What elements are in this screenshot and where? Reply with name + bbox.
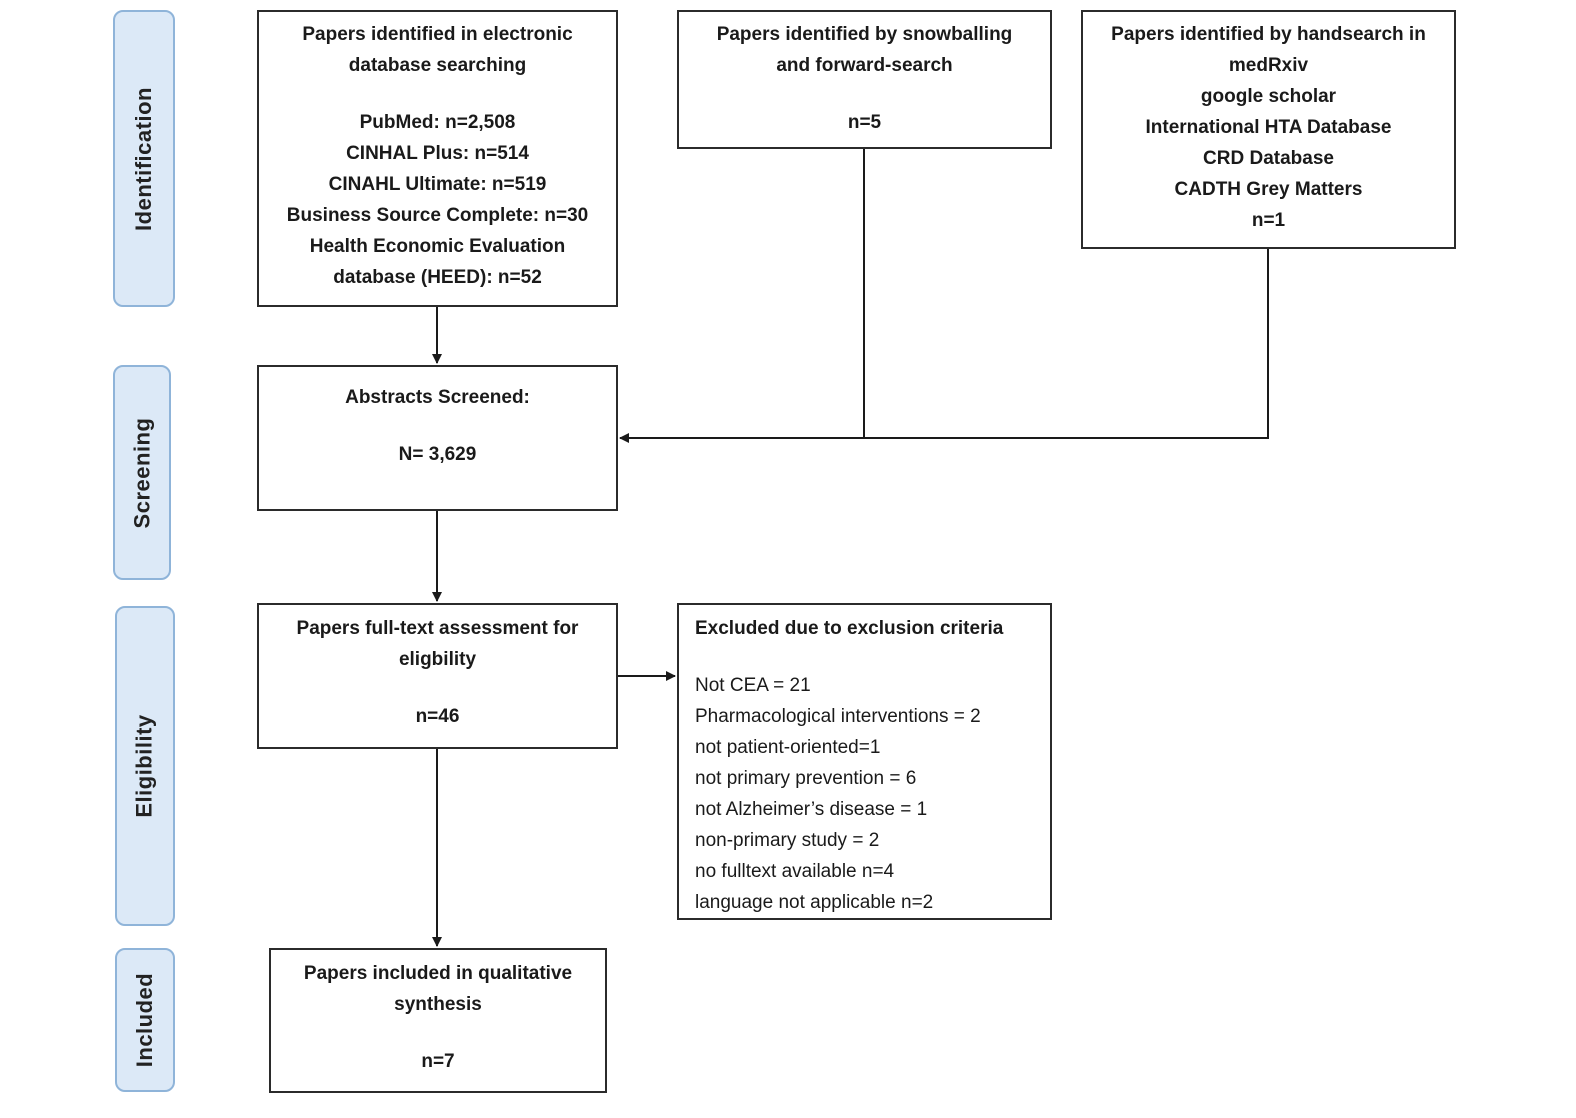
included-title-2: synthesis (394, 994, 482, 1015)
excluded-reason: language not applicable n=2 (695, 892, 934, 913)
source-heed-1: Health Economic Evaluation (309, 236, 566, 257)
included-count: n=7 (421, 1051, 455, 1072)
fulltext-count: n=46 (415, 706, 460, 727)
screened-count: N= 3,629 (398, 444, 477, 465)
included-box: Papers included in qualitative synthesis… (269, 948, 607, 1093)
excluded-reason: no fulltext available n=4 (695, 861, 895, 882)
excluded-reason: Pharmacological interventions = 2 (695, 706, 981, 727)
abstracts-screened-box: Abstracts Screened: N= 3,629 (257, 365, 618, 511)
stage-included: Included (115, 948, 175, 1092)
stage-included-label: Included (132, 972, 158, 1068)
stage-identification-label: Identification (131, 86, 157, 231)
snowball-title-1: Papers identified by snowballing (716, 24, 1013, 45)
excluded-reason: non-primary study = 2 (695, 830, 880, 851)
excluded-title: Excluded due to exclusion criteria (695, 618, 1004, 639)
excluded-reason: not primary prevention = 6 (695, 768, 917, 789)
snowballing-box: Papers identified by snowballing and for… (677, 10, 1052, 149)
stage-identification: Identification (113, 10, 175, 307)
stage-eligibility: Eligibility (115, 606, 175, 926)
handsearch-title: Papers identified by handsearch in (1111, 24, 1426, 45)
source-cinahl-ultimate: CINAHL Ultimate: n=519 (328, 174, 547, 195)
snowball-count: n=5 (847, 112, 882, 133)
line-handsearch-down (864, 249, 1269, 439)
excluded-reason: Not CEA = 21 (695, 675, 811, 696)
fulltext-assessment-box: Papers full-text assessment for eligbili… (257, 603, 618, 749)
screened-title: Abstracts Screened: (345, 387, 530, 408)
stage-screening: Screening (113, 365, 171, 580)
handsearch-google-scholar: google scholar (1200, 86, 1337, 107)
source-heed-2: database (HEED): n=52 (333, 267, 542, 288)
source-business-source: Business Source Complete: n=30 (286, 205, 589, 226)
database-search-box: Papers identified in electronic database… (257, 10, 618, 307)
database-box-title-2: database searching (348, 55, 527, 76)
stage-eligibility-label: Eligibility (132, 714, 158, 818)
fulltext-title-2: eligbility (398, 649, 477, 670)
excluded-reason: not patient-oriented=1 (695, 737, 881, 758)
snowball-title-2: and forward-search (776, 55, 953, 76)
handsearch-hta: International HTA Database (1145, 117, 1392, 138)
excluded-box: Excluded due to exclusion criteria Not C… (677, 603, 1052, 920)
handsearch-crd: CRD Database (1203, 148, 1334, 169)
source-pubmed: PubMed: n=2,508 (359, 112, 516, 133)
handsearch-cadth: CADTH Grey Matters (1174, 179, 1363, 200)
included-title-1: Papers included in qualitative (303, 963, 573, 984)
database-box-title-1: Papers identified in electronic (302, 24, 573, 45)
excluded-reason: not Alzheimer’s disease = 1 (695, 799, 928, 820)
fulltext-title-1: Papers full-text assessment for (296, 618, 579, 639)
handsearch-medrxiv: medRxiv (1228, 55, 1309, 76)
handsearch-count: n=1 (1251, 210, 1286, 231)
handsearch-box: Papers identified by handsearch in medRx… (1081, 10, 1456, 249)
source-cinhal-plus: CINHAL Plus: n=514 (346, 143, 529, 164)
stage-screening-label: Screening (129, 417, 154, 528)
